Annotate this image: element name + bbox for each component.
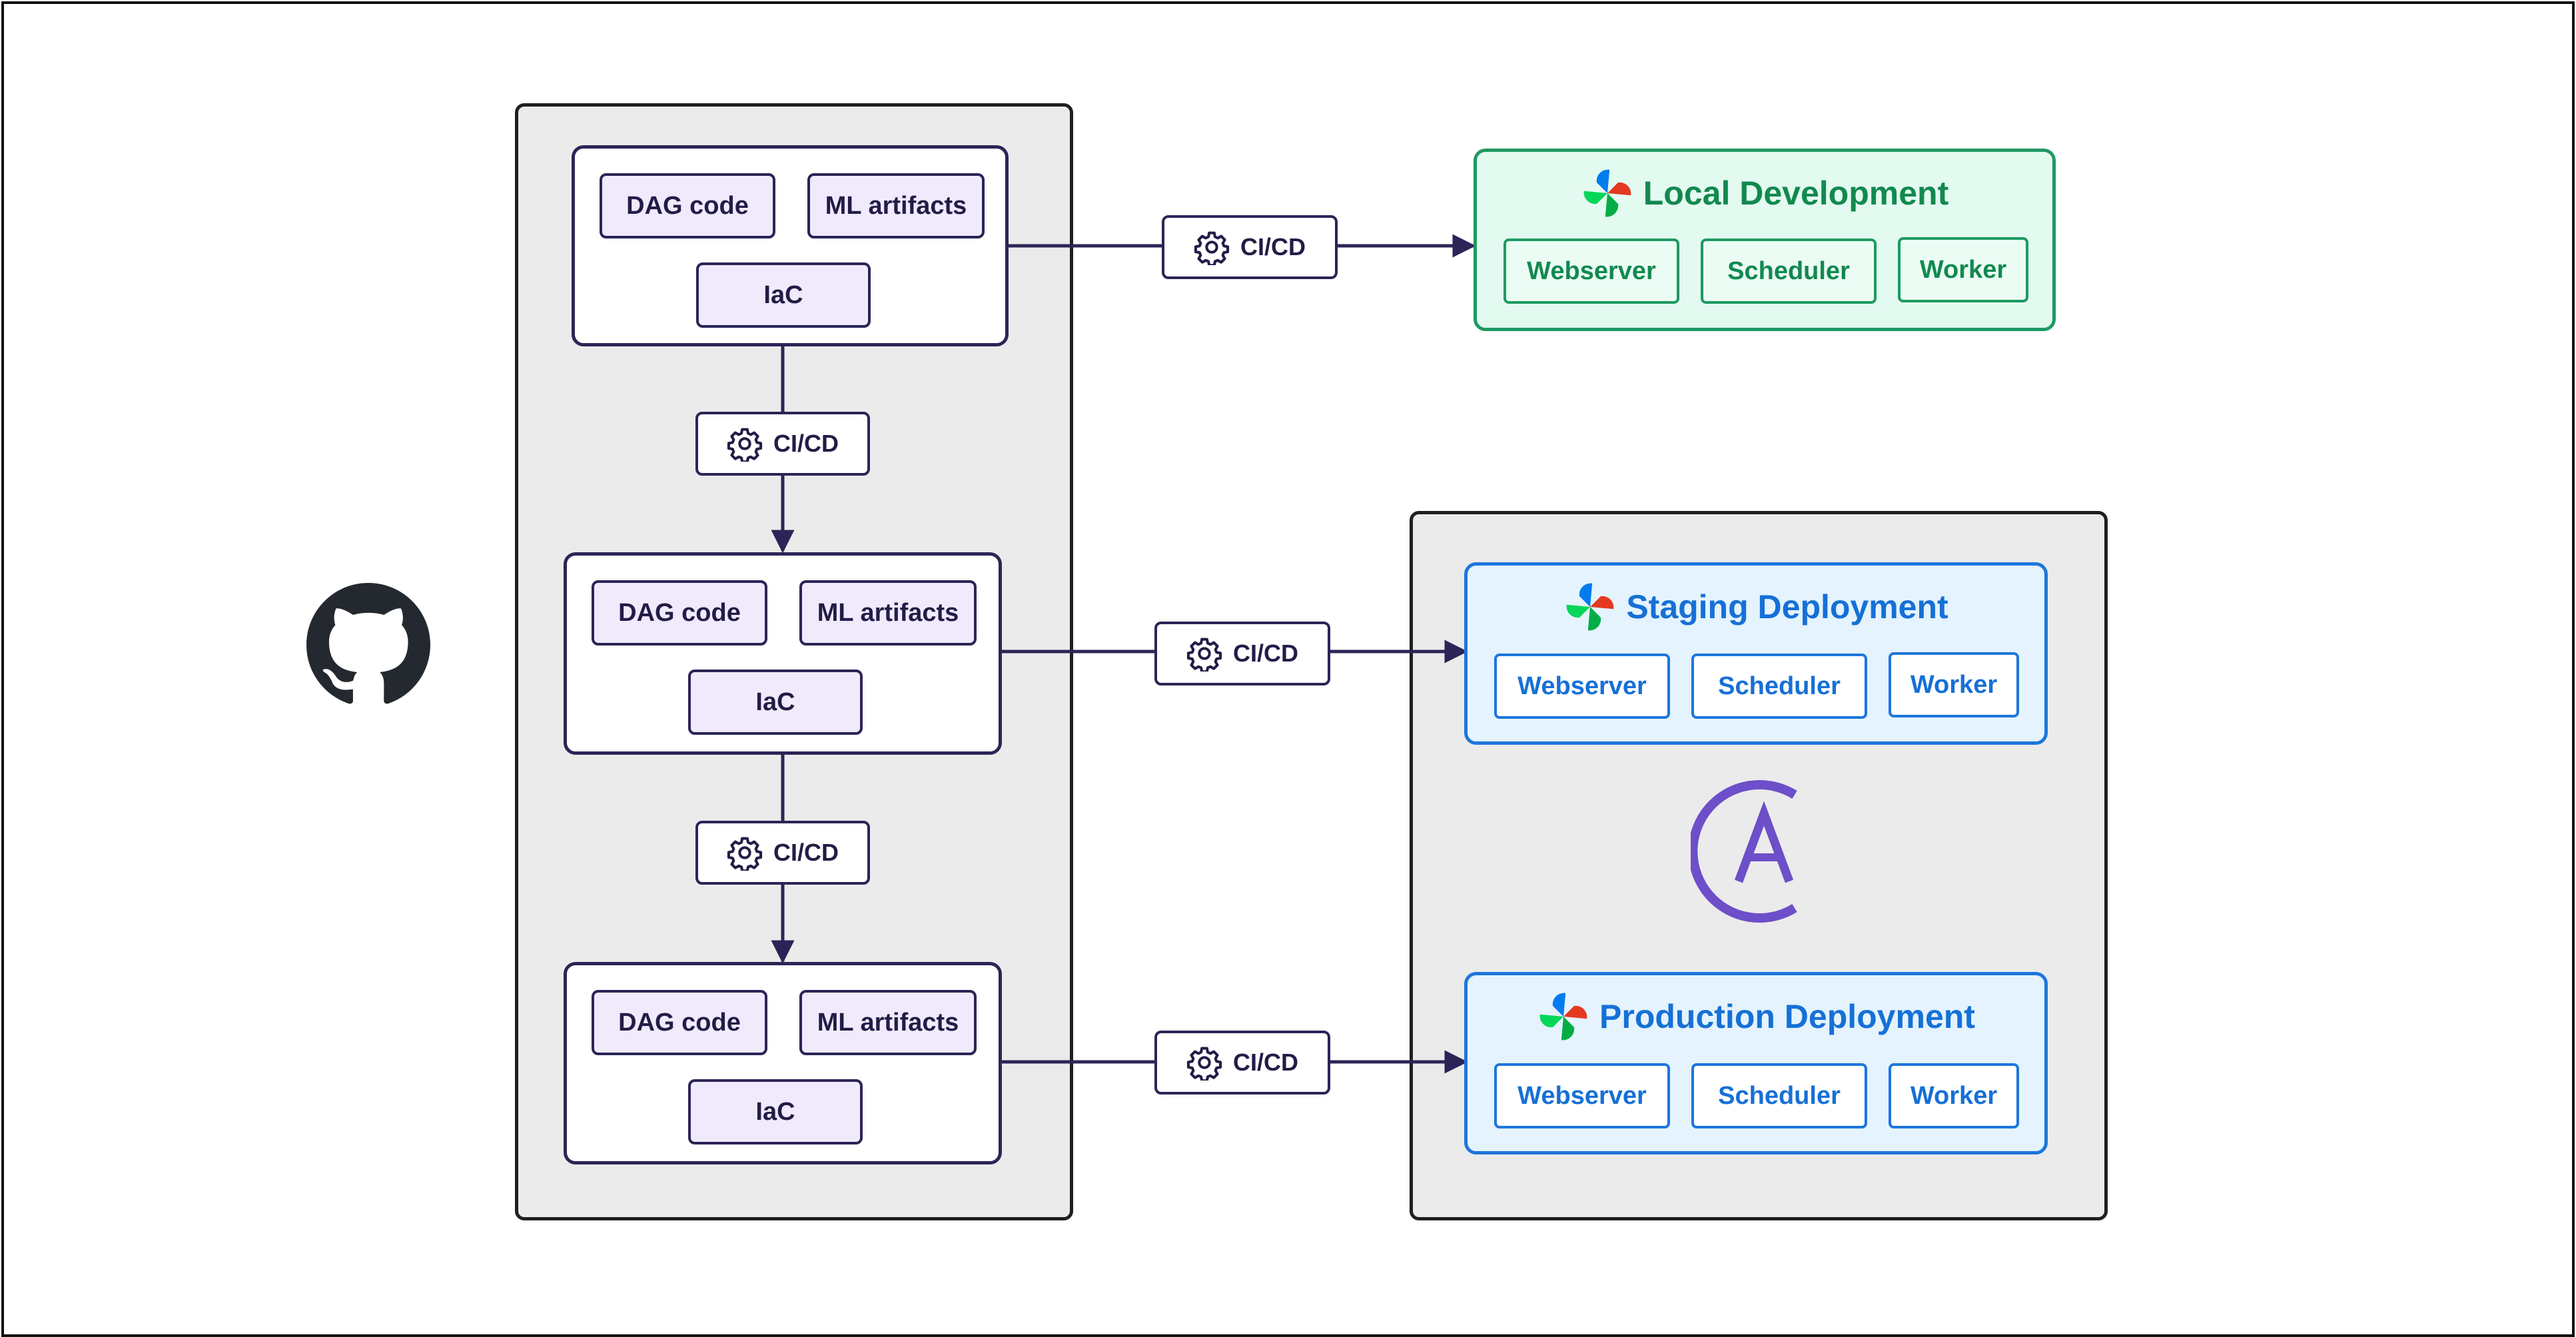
staging-deployment-environment: Staging Deployment Webserver Scheduler W… bbox=[1464, 562, 2048, 745]
cicd-label: CI/CD bbox=[1233, 1049, 1298, 1076]
ml-artifacts-box: ML artifacts bbox=[799, 580, 977, 646]
gear-icon bbox=[1194, 231, 1230, 265]
dag-code-box: DAG code bbox=[592, 990, 767, 1055]
cicd-badge-stage1-to-stage2: CI/CD bbox=[695, 412, 870, 476]
iac-box: IaC bbox=[688, 1079, 863, 1144]
airflow-pinwheel-icon bbox=[1539, 993, 1587, 1041]
environment-title-text: Staging Deployment bbox=[1626, 588, 1948, 626]
dag-code-box: DAG code bbox=[600, 173, 775, 238]
scheduler-box: Scheduler bbox=[1691, 654, 1867, 719]
local-development-environment: Local Development Webserver Scheduler Wo… bbox=[1474, 149, 2056, 331]
local-development-title: Local Development bbox=[1477, 167, 2052, 220]
webserver-box: Webserver bbox=[1494, 654, 1670, 719]
astronomer-logo bbox=[1691, 780, 1797, 923]
worker-box: Worker bbox=[1889, 1063, 2019, 1128]
production-deployment-environment: Production Deployment Webserver Schedule… bbox=[1464, 972, 2048, 1154]
gear-icon bbox=[1186, 1047, 1222, 1081]
cicd-label: CI/CD bbox=[1240, 233, 1306, 260]
environment-title-text: Production Deployment bbox=[1599, 998, 1975, 1035]
airflow-pinwheel-icon bbox=[1583, 169, 1631, 217]
iac-box: IaC bbox=[696, 262, 871, 328]
production-deployment-title: Production Deployment bbox=[1468, 990, 2044, 1043]
iac-box: IaC bbox=[688, 669, 863, 735]
webserver-box: Webserver bbox=[1503, 238, 1679, 304]
scheduler-box: Scheduler bbox=[1701, 238, 1877, 304]
gear-icon bbox=[727, 837, 763, 871]
ml-artifacts-box: ML artifacts bbox=[807, 173, 985, 238]
cicd-label: CI/CD bbox=[773, 839, 839, 866]
stage-2: DAG code ML artifacts IaC bbox=[564, 552, 1002, 755]
cicd-badge-local: CI/CD bbox=[1162, 215, 1338, 279]
cicd-label: CI/CD bbox=[773, 430, 839, 457]
stage-1: DAG code ML artifacts IaC bbox=[572, 145, 1009, 346]
ml-artifacts-box: ML artifacts bbox=[799, 990, 977, 1055]
cicd-badge-staging: CI/CD bbox=[1154, 622, 1330, 685]
webserver-box: Webserver bbox=[1494, 1063, 1670, 1128]
cicd-badge-stage2-to-stage3: CI/CD bbox=[695, 821, 870, 885]
scheduler-box: Scheduler bbox=[1691, 1063, 1867, 1128]
gear-icon bbox=[1186, 638, 1222, 671]
worker-box: Worker bbox=[1889, 652, 2019, 717]
gear-icon bbox=[727, 428, 763, 462]
cicd-label: CI/CD bbox=[1233, 640, 1298, 667]
airflow-pinwheel-icon bbox=[1566, 583, 1614, 631]
worker-box: Worker bbox=[1898, 237, 2028, 302]
dag-code-box: DAG code bbox=[592, 580, 767, 646]
github-icon bbox=[306, 583, 430, 704]
stage-3: DAG code ML artifacts IaC bbox=[564, 962, 1002, 1164]
staging-deployment-title: Staging Deployment bbox=[1468, 580, 2044, 634]
environment-title-text: Local Development bbox=[1643, 175, 1949, 212]
cicd-badge-production: CI/CD bbox=[1154, 1031, 1330, 1095]
